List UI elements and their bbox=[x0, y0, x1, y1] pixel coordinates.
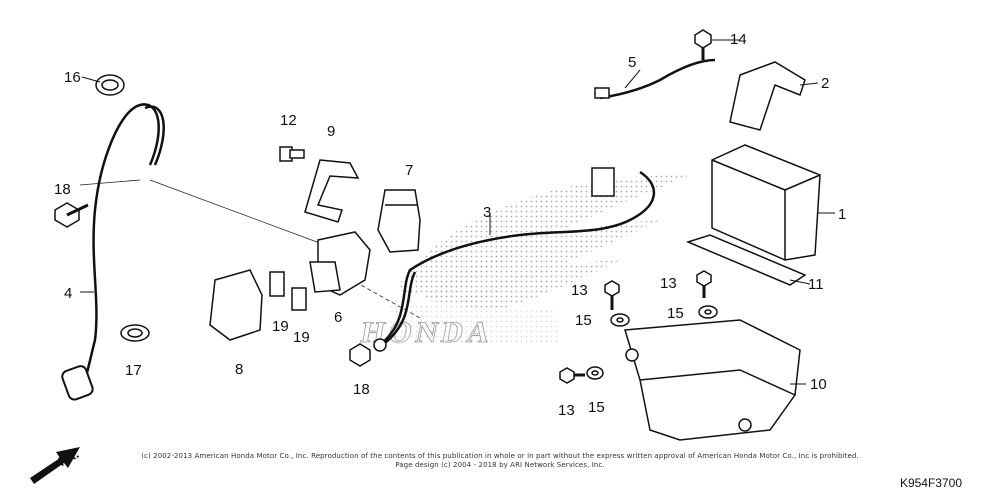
part-cable-5 bbox=[594, 58, 716, 100]
part-washer-15c bbox=[586, 366, 604, 380]
callout-10: 10 bbox=[810, 376, 827, 393]
part-cable-3 bbox=[379, 167, 656, 346]
part-cover-7 bbox=[377, 189, 421, 253]
callout-13: 13 bbox=[558, 402, 575, 419]
part-washer-15b bbox=[698, 305, 718, 319]
callout-9: 9 bbox=[327, 123, 336, 140]
part-fuse-19 bbox=[269, 271, 307, 311]
part-clamp-band bbox=[95, 74, 125, 96]
callout-leaders bbox=[80, 39, 835, 385]
honda-wing-watermark bbox=[390, 175, 690, 345]
front-direction-arrow bbox=[30, 447, 80, 484]
callout-1: 1 bbox=[838, 206, 847, 223]
callout-18: 18 bbox=[353, 381, 370, 398]
part-bolt-18b bbox=[349, 338, 387, 367]
part-relay-6 bbox=[309, 231, 371, 296]
callout-16: 16 bbox=[64, 69, 81, 86]
part-bracket-9 bbox=[304, 159, 360, 223]
callout-14: 14 bbox=[730, 31, 747, 48]
copyright-line-2: Page design (c) 2004 - 2018 by ARI Netwo… bbox=[395, 461, 605, 469]
callout-17: 17 bbox=[125, 362, 142, 379]
part-bolt-18a bbox=[54, 202, 89, 228]
callout-13: 13 bbox=[660, 275, 677, 292]
callout-4: 4 bbox=[64, 285, 73, 302]
callout-19: 19 bbox=[272, 318, 289, 335]
part-strap-2 bbox=[729, 61, 806, 131]
part-bolt-13c bbox=[559, 367, 585, 384]
callout-11: 11 bbox=[808, 276, 824, 293]
callout-7: 7 bbox=[405, 162, 414, 179]
part-pad-11 bbox=[685, 234, 807, 286]
callout-15: 15 bbox=[667, 305, 684, 322]
callout-15: 15 bbox=[588, 399, 605, 416]
callout-12: 12 bbox=[280, 112, 297, 129]
part-bolt-14 bbox=[694, 29, 712, 60]
part-bolt-13a bbox=[604, 280, 620, 310]
callout-6: 6 bbox=[334, 309, 343, 326]
callout-19: 19 bbox=[293, 329, 310, 346]
part-battery-1 bbox=[711, 144, 821, 261]
part-clip-17 bbox=[120, 324, 150, 342]
callout-5: 5 bbox=[628, 54, 637, 71]
callout-18: 18 bbox=[54, 181, 71, 198]
part-holder-8 bbox=[209, 269, 263, 341]
callout-2: 2 bbox=[821, 75, 830, 92]
figure-code: K954F3700 bbox=[899, 476, 962, 490]
callout-13: 13 bbox=[571, 282, 588, 299]
callout-8: 8 bbox=[235, 361, 244, 378]
callout-3: 3 bbox=[483, 204, 492, 221]
copyright-line-1: (c) 2002-2013 American Honda Motor Co., … bbox=[141, 452, 859, 460]
part-tray-10 bbox=[624, 319, 801, 441]
part-washer-15a bbox=[610, 313, 630, 327]
part-bolt-13b bbox=[696, 270, 712, 298]
part-wire-4 bbox=[61, 103, 165, 401]
part-screw-12 bbox=[279, 146, 305, 162]
callout-15: 15 bbox=[575, 312, 592, 329]
